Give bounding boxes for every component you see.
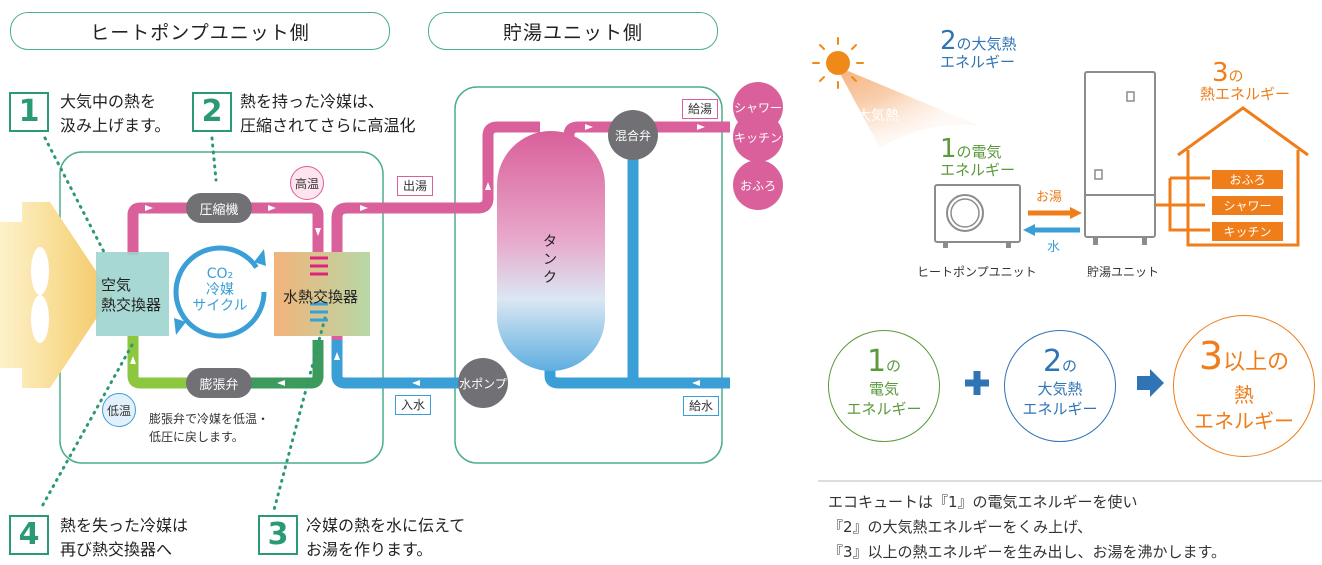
heat-energy-label: 3の 熱エネルギー bbox=[1200, 58, 1291, 103]
hot-supply-tag: 給湯 bbox=[682, 99, 719, 119]
storage-unit-label: 貯湯ユニット bbox=[1087, 265, 1160, 279]
right-arrow-icon bbox=[1137, 369, 1164, 397]
header-tank-side: 貯湯ユニット側 bbox=[428, 12, 718, 50]
expansion-valve: 膨張弁 bbox=[186, 368, 252, 398]
co2-cycle-ring bbox=[173, 245, 267, 339]
atmospheric-heat-rays bbox=[836, 66, 980, 148]
description-text: エコキュートは『1』の電気エネルギーを使い 『2』の大気熱エネルギーをくみ上げ、… bbox=[828, 493, 1227, 561]
water-supply-tag: 給水 bbox=[683, 396, 720, 416]
electric-energy-label: 1の電気 エネルギー bbox=[940, 134, 1016, 179]
fan-icon bbox=[31, 247, 49, 343]
step-2-number: 2 bbox=[192, 92, 232, 132]
water-cold-pipe bbox=[331, 340, 490, 389]
house-icon bbox=[1177, 106, 1309, 157]
house-item-bath: おふろ bbox=[1211, 169, 1284, 190]
house-item-kitchen: キッチン bbox=[1211, 221, 1284, 242]
high-temp-badge: 高温 bbox=[290, 166, 324, 200]
storage-unit-icon bbox=[1084, 71, 1156, 238]
water-pump: 水ポンプ bbox=[458, 358, 508, 408]
water-hot-pipe bbox=[331, 121, 540, 340]
mixing-valve: 混合弁 bbox=[608, 110, 658, 160]
heat-transfer-arrows bbox=[310, 256, 328, 322]
tank-housing bbox=[454, 86, 723, 464]
low-temp-badge: 低温 bbox=[102, 393, 136, 427]
water-hx-label: 水熱交換器 bbox=[283, 288, 359, 306]
heat-pump-unit-label: ヒートポンプユニット bbox=[917, 265, 1037, 279]
equation-atmospheric: 2の 大気熱 エネルギー bbox=[1004, 330, 1116, 442]
hot-out-tag: 出湯 bbox=[397, 176, 434, 196]
water-in-tag: 入水 bbox=[395, 395, 432, 415]
compressor: 圧縮機 bbox=[186, 193, 252, 223]
tank bbox=[497, 131, 605, 371]
outlet-bath: おふろ bbox=[733, 160, 783, 210]
hot-water-label: お湯 bbox=[1036, 190, 1063, 205]
step-3-number: 3 bbox=[258, 515, 298, 555]
step-4-number: 4 bbox=[9, 515, 49, 555]
airflow-arrow bbox=[0, 202, 112, 388]
step-1-text: 大気中の熱を汲み上げます。 bbox=[60, 92, 171, 135]
equation-heat: 3以上の 熱 エネルギー bbox=[1173, 315, 1315, 457]
header-heatpump-side: ヒートポンプユニット側 bbox=[10, 12, 390, 50]
sun-heat-label: 大気熱 bbox=[857, 108, 899, 124]
step-1-number: 1 bbox=[9, 92, 49, 132]
expansion-note: 膨張弁で冷媒を低温・低圧に戻します。 bbox=[149, 412, 270, 444]
sun-icon bbox=[826, 51, 850, 75]
house-item-shower: シャワー bbox=[1211, 195, 1284, 216]
atmospheric-energy-label: 2の大気熱 エネルギー bbox=[940, 26, 1017, 71]
outlet-kitchen: キッチン bbox=[733, 112, 783, 162]
water-label: 水 bbox=[1047, 240, 1061, 255]
step-3-text: 冷媒の熱を水に伝えてお湯を作ります。 bbox=[306, 516, 466, 559]
tank-label: タンク bbox=[543, 234, 557, 286]
air-hx-label: 空気熱交換器 bbox=[101, 276, 162, 314]
plus-icon bbox=[965, 371, 989, 395]
step-4-text: 熱を失った冷媒は再び熱交換器へ bbox=[60, 516, 189, 559]
step-2-text: 熱を持った冷媒は、圧縮されてさらに高温化 bbox=[240, 92, 416, 135]
equation-electric: 1の 電気 エネルギー bbox=[828, 330, 940, 442]
air-heat-exchanger bbox=[96, 252, 169, 336]
